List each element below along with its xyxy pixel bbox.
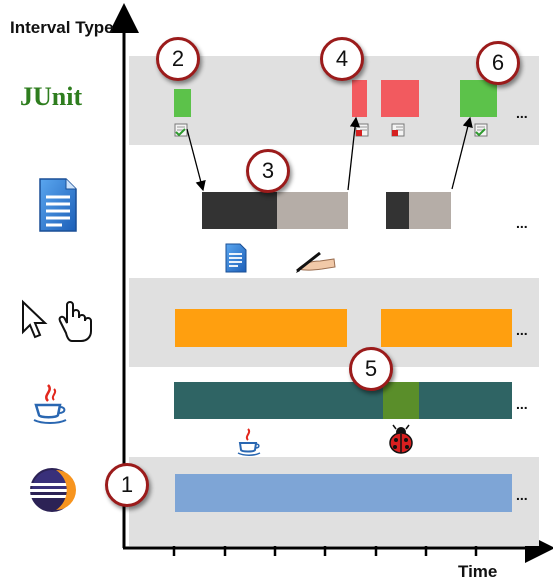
java-cup-small-icon: [237, 428, 261, 456]
junit-logo-text: JUnit: [20, 82, 83, 111]
cursor-and-hand-icon: [22, 299, 92, 342]
test-pass-bar-1: [174, 89, 191, 117]
debug-bar: [383, 382, 419, 419]
input-bar-1: [175, 309, 347, 347]
java-ellipsis: ...: [516, 396, 528, 412]
session-bar: [175, 474, 512, 512]
document-ellipsis: ...: [516, 215, 528, 231]
test-fail-bar-2: [381, 80, 419, 117]
test-fail-icon: [391, 123, 405, 137]
read-bar-2: [386, 192, 409, 229]
ladybug-icon: [389, 424, 413, 454]
test-fail-bar-1: [352, 80, 367, 117]
x-axis-label: Time: [458, 562, 498, 581]
y-axis-label: Interval Type: [10, 18, 114, 37]
document-icon: [39, 178, 77, 232]
input-ellipsis: ...: [516, 322, 528, 338]
junit-logo: JUnit: [20, 82, 82, 112]
input-bar-2: [381, 309, 512, 347]
callout-4: 4: [320, 37, 364, 81]
test-pass-icon: [174, 123, 188, 137]
callout-1: 1: [105, 463, 149, 507]
writing-hand-icon: [296, 251, 336, 273]
eclipse-icon: [30, 468, 76, 512]
test-pass-icon: [474, 123, 488, 137]
eclipse-ellipsis: ...: [516, 487, 528, 503]
test-pass-bar-2: [460, 80, 497, 117]
document-small-icon: [225, 243, 247, 273]
callout-6: 6: [476, 41, 520, 85]
callout-5: 5: [349, 347, 393, 391]
read-bar-1: [202, 192, 277, 229]
edit-bar-1: [277, 192, 348, 229]
run-bar: [174, 382, 512, 419]
edit-bar-2: [409, 192, 451, 229]
callout-2: 2: [156, 37, 200, 81]
callout-3: 3: [246, 149, 290, 193]
java-cup-icon: [33, 384, 67, 424]
junit-ellipsis: ...: [516, 105, 528, 121]
